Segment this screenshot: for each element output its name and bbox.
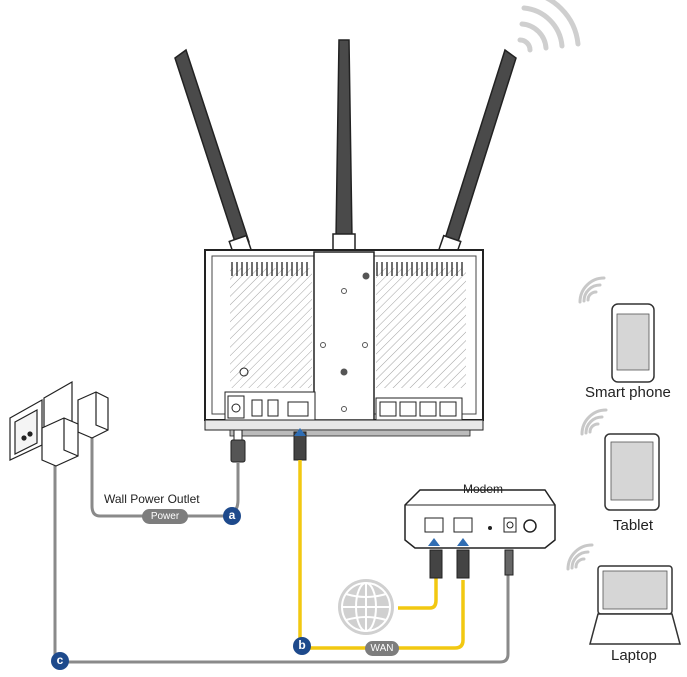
power-cable-label: Power xyxy=(142,509,188,524)
tablet-wifi-icon xyxy=(580,408,608,436)
smartphone-wifi-icon xyxy=(578,276,606,304)
laptop-wifi-icon xyxy=(566,543,594,571)
tablet-label: Tablet xyxy=(613,517,654,534)
router-wan-connector xyxy=(293,428,307,461)
internet-cable xyxy=(398,578,438,610)
smartphone-label: Smart phone xyxy=(585,384,671,401)
laptop-icon xyxy=(589,565,681,645)
router-antennas xyxy=(174,39,517,262)
wall-outlet-icon xyxy=(9,380,73,461)
router-wifi-icon xyxy=(517,0,581,53)
modem-label: Modem xyxy=(463,482,504,496)
globe-icon xyxy=(338,579,394,635)
router-device xyxy=(204,249,484,437)
modem-device xyxy=(404,489,556,579)
tablet-icon xyxy=(604,433,660,511)
badge-a: a xyxy=(223,507,241,525)
smartphone-icon xyxy=(611,303,655,383)
wall-outlet-label: Wall Power Outlet xyxy=(104,492,200,506)
wan-cable-label: WAN xyxy=(365,641,399,656)
badge-b: b xyxy=(293,637,311,655)
laptop-label: Laptop xyxy=(611,647,657,664)
router-power-plug xyxy=(230,429,246,463)
badge-c: c xyxy=(51,652,69,670)
power-adapter-icon xyxy=(41,391,109,467)
